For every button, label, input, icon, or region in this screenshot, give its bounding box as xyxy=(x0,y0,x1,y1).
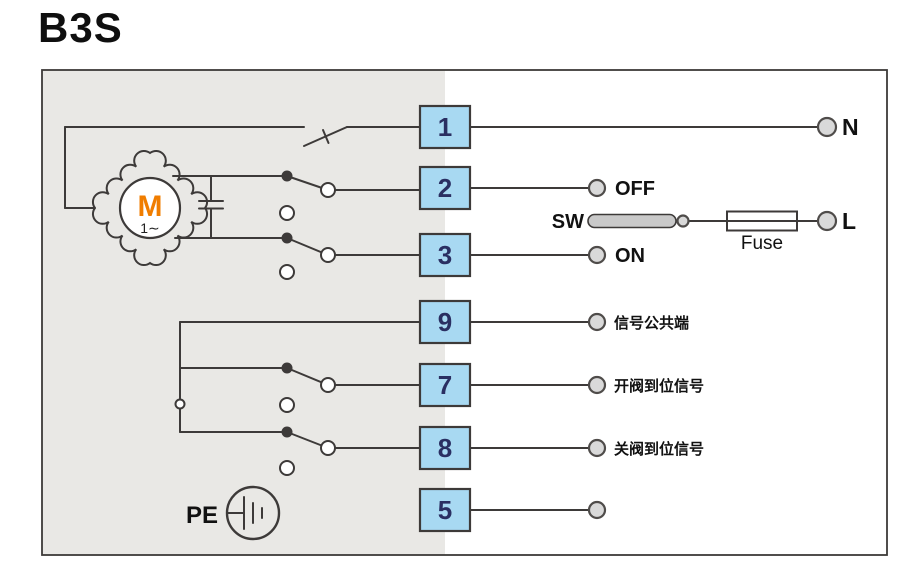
switch-contact xyxy=(320,182,336,198)
terminal-box xyxy=(418,104,472,150)
terminal-box xyxy=(418,362,472,408)
terminal-neutral: N xyxy=(816,114,859,140)
terminal-block-3: 3 xyxy=(418,232,472,278)
switch-spare-contact xyxy=(279,205,295,221)
ground-icon xyxy=(225,485,281,541)
switch-terminal-point xyxy=(676,214,690,228)
off-label: OFF xyxy=(615,178,655,200)
close-signal-label: 关阀到位信号 xyxy=(614,440,704,458)
device-panel xyxy=(42,70,445,555)
switch-pole-dot xyxy=(281,170,293,182)
pe-label: PE xyxy=(186,502,218,529)
terminal-number: 3 xyxy=(438,240,452,270)
switch-spare-contact xyxy=(279,460,295,476)
open-signal-label: 开阀到位信号 xyxy=(614,377,704,395)
external-terminals: N OFF ON 信号公共端 开阀到位信号 关阀到位信号 xyxy=(587,114,859,520)
signal-junction-node xyxy=(174,398,186,410)
terminal-number: 1 xyxy=(438,112,452,142)
pe-ground: PE xyxy=(186,485,281,541)
motor-letter: M xyxy=(138,190,163,223)
on-label: ON xyxy=(615,245,645,267)
fuse-label: Fuse xyxy=(741,233,783,254)
terminal-block-1: 1 xyxy=(418,104,472,150)
terminal-block-5: 5 xyxy=(418,487,472,533)
switch-contact xyxy=(320,440,336,456)
live-label: L xyxy=(842,208,856,234)
terminal-number: 9 xyxy=(438,307,452,337)
cam-switch-on xyxy=(279,232,336,280)
wires xyxy=(64,126,819,511)
terminal-strip: 1 2 3 9 7 8 5 xyxy=(418,104,472,533)
terminal-open-signal: 开阀到位信号 xyxy=(587,375,704,395)
terminal-close-signal: 关阀到位信号 xyxy=(587,438,704,458)
limit-switch-close xyxy=(279,426,336,476)
switch-symbol xyxy=(587,213,677,229)
ring-terminal xyxy=(587,500,607,520)
terminal-block-9: 9 xyxy=(418,299,472,345)
terminal-box xyxy=(418,232,472,278)
switch-pole-dot xyxy=(281,232,293,244)
terminal-signal-common: 信号公共端 xyxy=(587,312,689,332)
capacitor-symbol xyxy=(198,175,224,239)
page-title: B3S xyxy=(38,4,123,51)
switch-pole-dot xyxy=(281,362,293,374)
signal-common-label: 信号公共端 xyxy=(614,314,689,332)
terminal-box xyxy=(418,165,472,211)
ring-terminal xyxy=(587,245,607,265)
terminal-block-8: 8 xyxy=(418,425,472,471)
ring-terminal xyxy=(816,210,838,232)
terminal-number: 2 xyxy=(438,173,452,203)
terminal-number: 5 xyxy=(438,495,452,525)
terminal-off: OFF xyxy=(587,178,655,200)
ring-terminal xyxy=(587,438,607,458)
diagram-frame xyxy=(41,69,888,556)
limit-switch-open xyxy=(279,362,336,413)
switch-fuse-branch: SW Fuse xyxy=(552,210,798,254)
terminal-5-external xyxy=(587,500,607,520)
ring-terminal xyxy=(587,178,607,198)
terminal-number: 7 xyxy=(438,370,452,400)
ring-terminal xyxy=(587,312,607,332)
switch-contact xyxy=(320,247,336,263)
terminal-live: L xyxy=(816,208,856,234)
ring-terminal xyxy=(816,116,838,138)
terminal-block-2: 2 xyxy=(418,165,472,211)
ring-terminal xyxy=(587,375,607,395)
terminal-block-7: 7 xyxy=(418,362,472,408)
motor-phase-label: 1∼ xyxy=(140,220,160,236)
terminal-box xyxy=(418,487,472,533)
switch-spare-contact xyxy=(279,397,295,413)
thermal-switch-tick xyxy=(322,129,330,144)
terminal-box xyxy=(418,299,472,345)
sw-label: SW xyxy=(552,211,584,233)
cam-switch-off xyxy=(279,170,336,221)
switch-pole-dot xyxy=(281,426,293,438)
motor-symbol: M 1∼ xyxy=(92,150,208,266)
motor-body xyxy=(118,176,182,240)
terminal-number: 8 xyxy=(438,433,452,463)
terminal-box xyxy=(418,425,472,471)
neutral-label: N xyxy=(842,114,859,140)
terminal-on: ON xyxy=(587,245,645,267)
switch-spare-contact xyxy=(279,264,295,280)
switch-contact xyxy=(320,377,336,393)
